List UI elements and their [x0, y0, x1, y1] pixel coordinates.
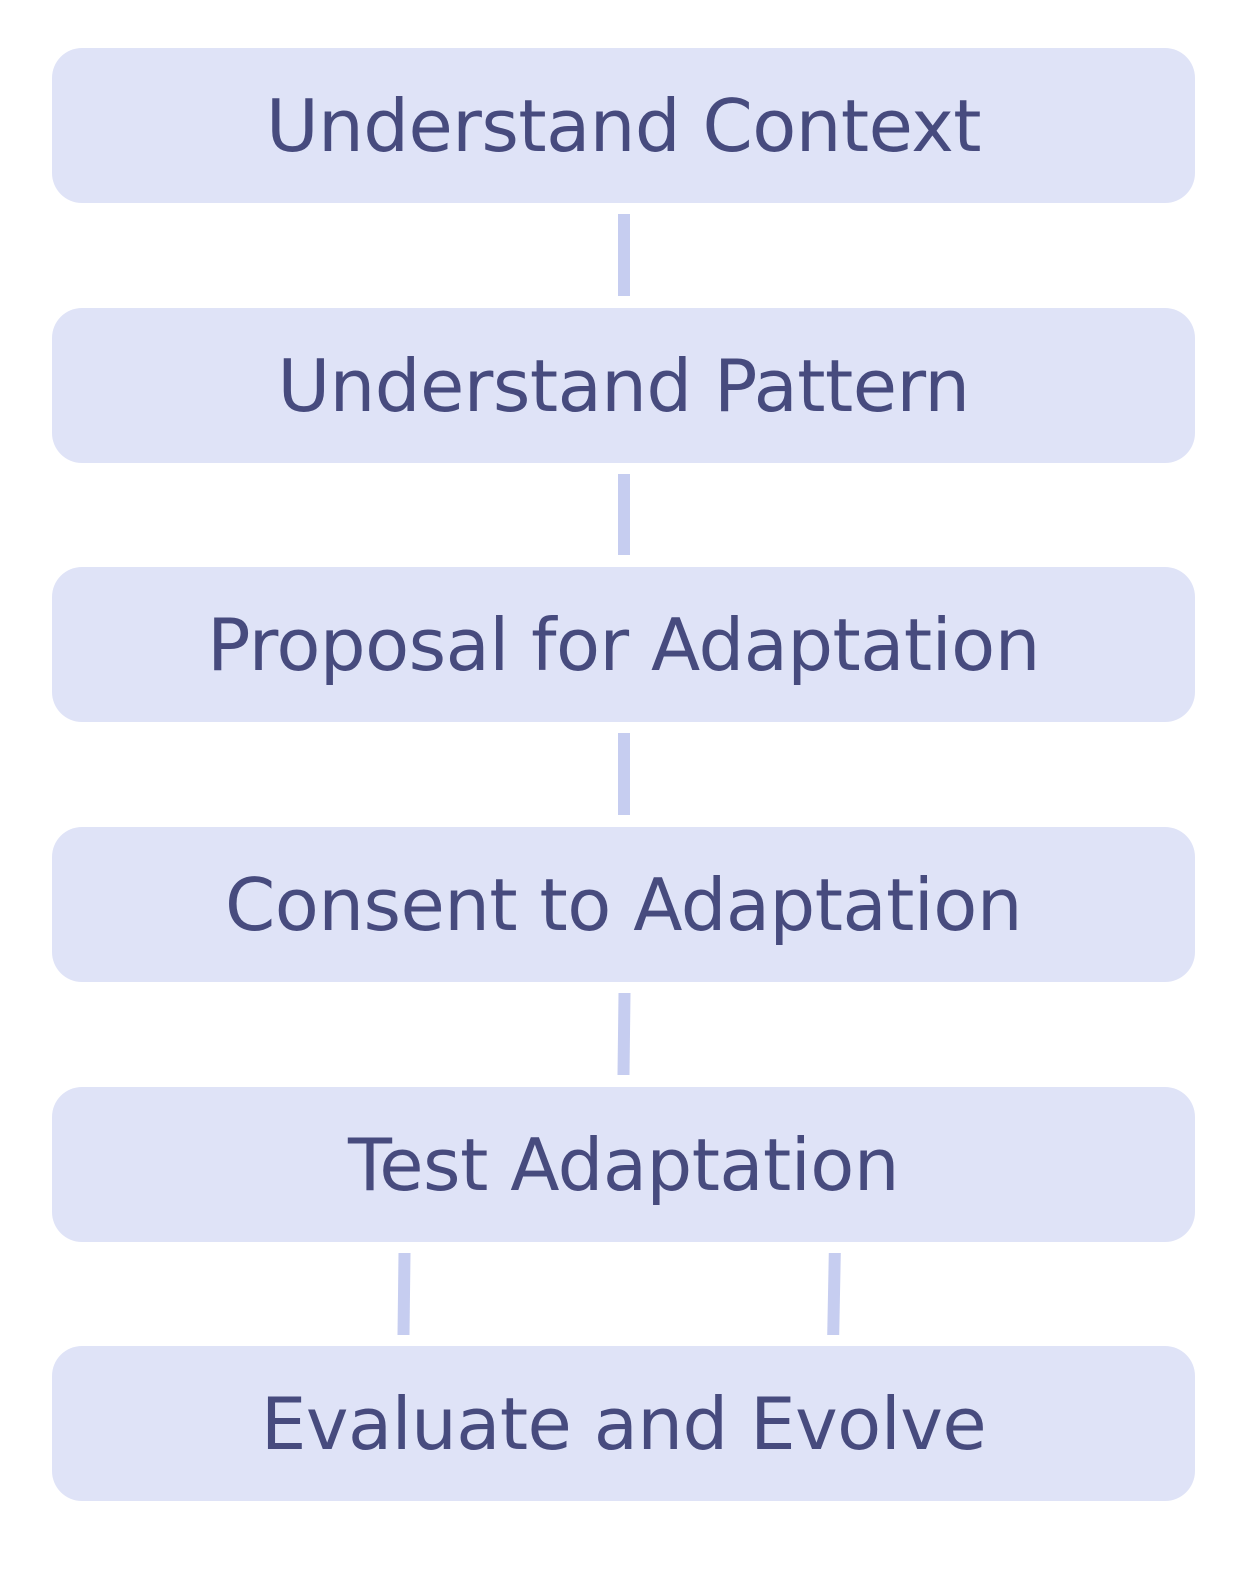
step-understand-context: Understand Context [52, 48, 1195, 203]
connector-line-right [827, 1253, 841, 1335]
step-label: Consent to Adaptation [225, 862, 1022, 947]
step-label: Evaluate and Evolve [260, 1381, 987, 1466]
step-label: Understand Context [265, 83, 982, 168]
connector-line [618, 474, 630, 555]
connector-line-left [397, 1253, 411, 1335]
step-proposal-for-adaptation: Proposal for Adaptation [52, 567, 1195, 722]
step-evaluate-and-evolve: Evaluate and Evolve [52, 1346, 1195, 1501]
step-label: Understand Pattern [277, 343, 970, 428]
step-understand-pattern: Understand Pattern [52, 308, 1195, 463]
connector-line [618, 733, 630, 815]
step-test-adaptation: Test Adaptation [52, 1087, 1195, 1242]
connector-line [618, 214, 630, 296]
step-label: Test Adaptation [348, 1122, 899, 1207]
step-label: Proposal for Adaptation [207, 602, 1040, 687]
connector-line [617, 993, 631, 1075]
step-consent-to-adaptation: Consent to Adaptation [52, 827, 1195, 982]
